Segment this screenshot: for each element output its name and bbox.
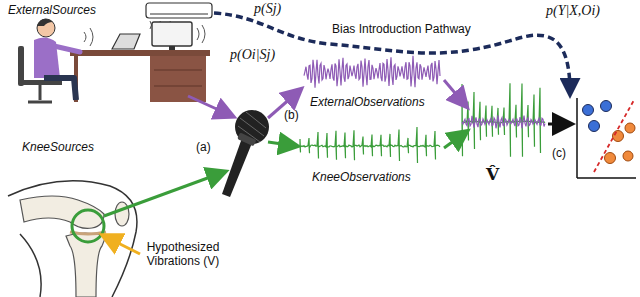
bias-pathway-curve	[214, 13, 570, 92]
monitor	[152, 22, 205, 50]
source-label: KneeSources	[22, 140, 94, 154]
orange-arrow	[104, 236, 140, 254]
estimate-symbol: V̂	[486, 164, 499, 184]
annotation-label: Hypothesized Vibrations (V)	[140, 240, 226, 268]
laptop	[112, 34, 140, 49]
probability-label: p(Sj)	[254, 1, 281, 17]
pathway-label: Bias Introduction Pathway	[332, 22, 471, 36]
green-arrow	[268, 142, 296, 146]
panel-letter: (b)	[284, 108, 299, 122]
scatter-plot	[577, 98, 636, 178]
external-waveform	[304, 56, 440, 88]
green-arrow	[104, 172, 224, 216]
microphone	[222, 110, 269, 197]
source-label: ExternalSources	[8, 3, 96, 17]
green-arrow	[444, 132, 466, 148]
estimate-waveform-external	[462, 115, 545, 128]
person	[18, 19, 80, 102]
purple-arrow	[444, 80, 466, 106]
observation-label: KneeObservations	[312, 170, 411, 184]
estimate-waveform-knee	[462, 83, 545, 157]
probability-label: p(Y|X,Oi)	[546, 3, 600, 19]
knee-waveform	[300, 127, 440, 163]
knee-illustration	[8, 181, 137, 297]
observation-label: ExternalObservations	[310, 95, 425, 109]
desk	[70, 50, 210, 102]
probability-label: p(Oi|Sj)	[230, 47, 275, 63]
panel-letter: (c)	[552, 146, 566, 160]
black-arrow	[548, 123, 570, 126]
purple-arrow	[188, 96, 232, 116]
panel-letter: (a)	[196, 140, 211, 154]
